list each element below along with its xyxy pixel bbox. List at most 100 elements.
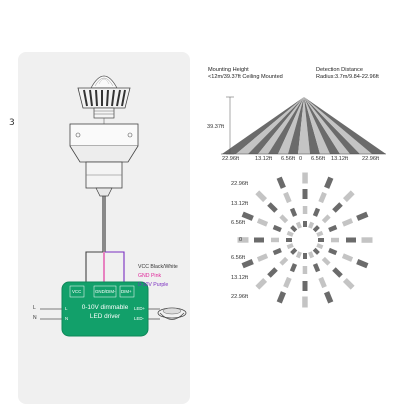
detection-zone [312, 207, 321, 217]
detection-zone [342, 278, 355, 290]
detection-zone [272, 224, 282, 233]
detection-zone [341, 253, 354, 262]
driver-title-line1: 0-10V dimmable [81, 304, 129, 311]
sensor-housing-icon [85, 161, 123, 197]
side-beam-zone [222, 97, 304, 154]
detection-zone [321, 256, 331, 266]
driver-pin-dim-plus: DIM+ [121, 289, 132, 294]
detection-zone [324, 291, 334, 304]
detection-zone [332, 267, 343, 278]
detection-zone [272, 247, 282, 256]
detection-zone [241, 259, 254, 269]
driver-pin-led-plus: LED+ [134, 306, 146, 311]
mains-input-n: N [33, 315, 37, 321]
detection-zone [302, 189, 308, 199]
side-view-x-tick: 6.56ft [281, 156, 295, 162]
driver-pin-led-minus: LED- [134, 316, 145, 321]
driver-title-line2: LED driver [89, 313, 121, 320]
detection-zone [356, 259, 369, 269]
detection-zone [302, 281, 308, 291]
detection-zone [279, 256, 289, 266]
detection-zone [308, 251, 315, 259]
detection-zone [283, 276, 292, 289]
detection-distance-value: Radius:3.7m/9.84-22.96ft [316, 74, 379, 80]
detection-zone [328, 247, 338, 256]
top-view-y-tick: 6.56ft [231, 220, 245, 226]
detection-distance-title: Detection Distance [316, 67, 363, 73]
side-view-x-tick: 6.56ft [311, 156, 325, 162]
side-beam-zone [248, 97, 304, 154]
side-beam-zone [268, 97, 304, 154]
detection-zone [289, 263, 298, 273]
detection-zone [295, 251, 302, 259]
detection-zone [237, 237, 249, 243]
detection-zone [286, 230, 294, 237]
detection-zone [318, 191, 327, 204]
detection-zone [312, 225, 320, 233]
sensor-cable-icon [102, 196, 106, 252]
side-beam-zone [258, 97, 304, 154]
detection-zone [276, 291, 286, 304]
detection-zone [256, 253, 269, 262]
detection-zone [361, 237, 373, 243]
wire-label-vcc: VCC Black/White [138, 264, 178, 270]
top-view-y-tick: 22.96ft [231, 294, 249, 300]
top-view-y-tick: 13.12ft [231, 275, 249, 281]
detection-zone [316, 243, 324, 250]
side-view-x-tick: 22.96ft [222, 156, 240, 162]
detection-zone [256, 218, 269, 227]
detection-zone [290, 247, 298, 255]
driver-pin-l: L [65, 306, 68, 311]
detection-zone [286, 238, 292, 242]
detection-zone [276, 176, 286, 189]
detection-zone [341, 218, 354, 227]
detection-distance-block: Detection Distance Radius:3.7m/9.84-22.9… [316, 67, 379, 81]
detection-zone [332, 202, 343, 213]
led-output-wires [148, 308, 160, 320]
detection-zone [346, 237, 356, 243]
detection-zone [321, 214, 331, 224]
detection-zone [255, 278, 268, 290]
side-view-height-label: 39.37ft [207, 124, 225, 130]
top-view-y-tick: 13.12ft [231, 201, 249, 207]
side-beam-zone [288, 97, 304, 154]
driver-pin-gnd-dim: GND/DIM- [95, 289, 116, 294]
detection-zone [303, 221, 307, 227]
detection-zone [241, 211, 254, 221]
side-view-x-tick: 0 [299, 156, 303, 162]
detection-zone [286, 243, 294, 250]
mounting-height-title: Mounting Height [208, 67, 249, 73]
driver-pin-n: N [65, 316, 69, 321]
detection-zone [356, 211, 369, 221]
detection-zone [318, 238, 324, 242]
detection-zone [312, 263, 321, 273]
side-beam-zone [298, 97, 310, 154]
mains-input-wires [40, 308, 62, 320]
detection-zone [283, 191, 292, 204]
detection-zone [279, 214, 289, 224]
detection-zone [302, 206, 308, 214]
mains-input-l: L [33, 305, 36, 311]
detection-zone [267, 202, 278, 213]
mounting-height-block: Mounting Height <12m/39.37ft Ceiling Mou… [208, 67, 283, 81]
detection-zone [302, 172, 308, 184]
detection-zone [343, 190, 355, 203]
detection-zone [308, 221, 315, 229]
detection-zone [312, 247, 320, 255]
detection-zone [302, 296, 308, 308]
side-beam-zone [236, 97, 304, 154]
sensor-head-icon [77, 87, 131, 109]
detection-zone [328, 224, 338, 233]
detection-zone [303, 253, 307, 259]
detection-zone [331, 237, 339, 243]
detection-zone [289, 207, 298, 217]
top-view-y-tick: 6.56ft [231, 255, 245, 261]
detection-zone [316, 230, 324, 237]
top-view-y-tick: 0 [239, 237, 243, 243]
detection-zone [290, 225, 298, 233]
side-beam-zone [278, 97, 304, 154]
side-view-x-tick: 22.96ft [362, 156, 380, 162]
